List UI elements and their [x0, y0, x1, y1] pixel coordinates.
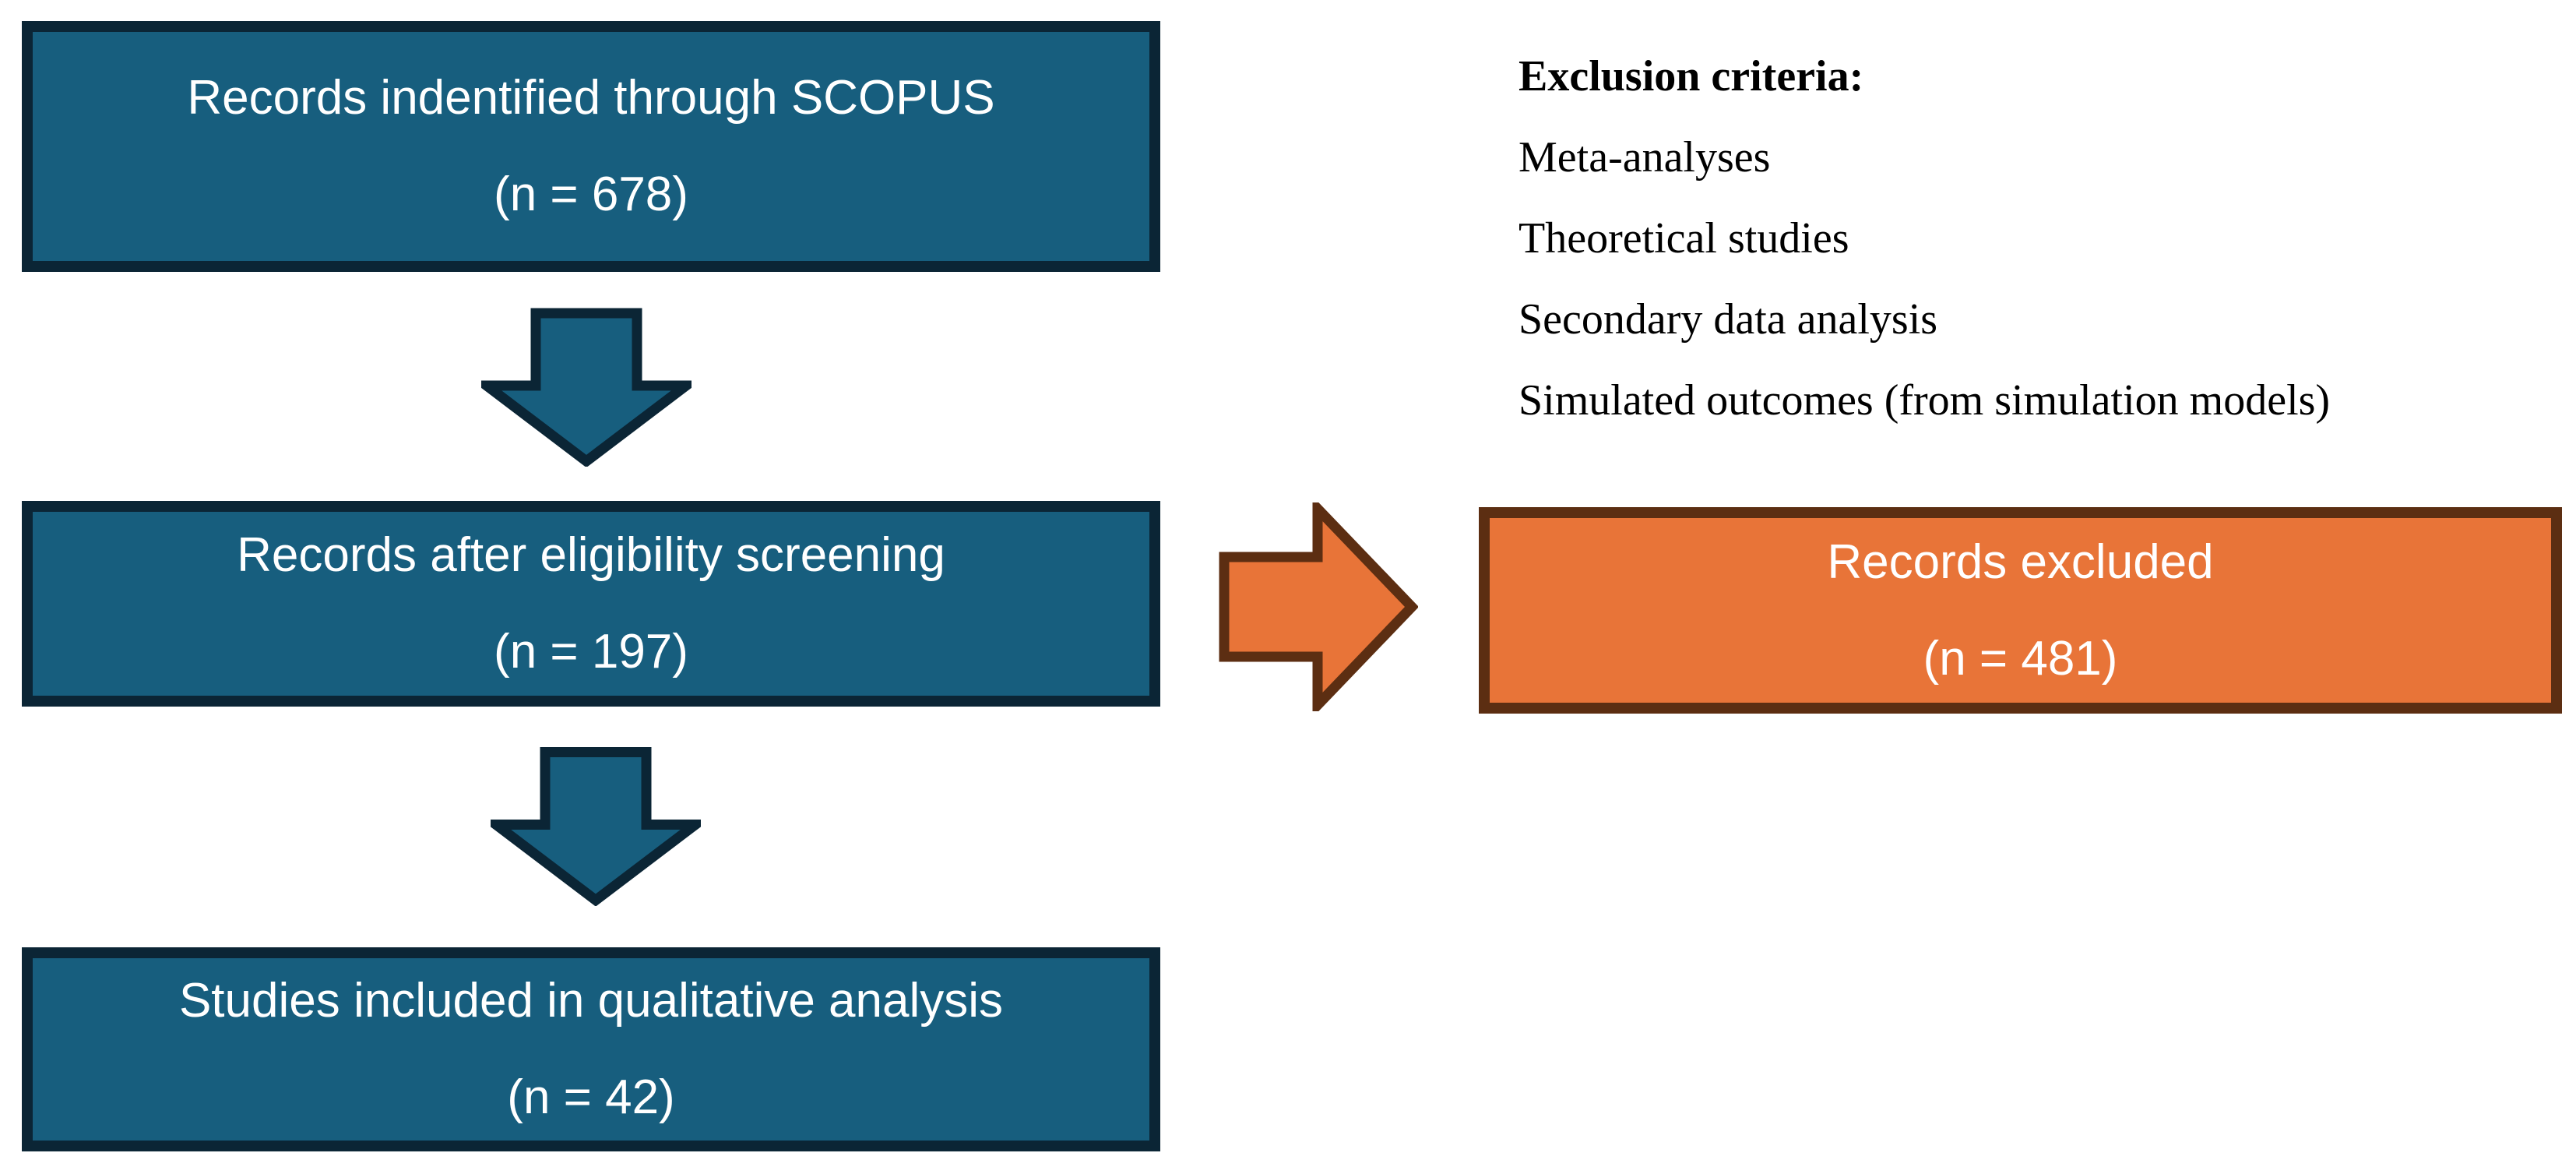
box-records-screened: Records after eligibility screening (n =…: [22, 501, 1160, 707]
box-studies-included-label: Studies included in qualitative analysis: [178, 974, 1004, 1028]
exclusion-criteria-item: Theoretical studies: [1519, 214, 1849, 263]
box-records-excluded-label: Records excluded: [1827, 534, 2214, 589]
box-records-identified-label: Records indentified through SCOPUS: [187, 71, 995, 125]
down-arrow-icon: [491, 747, 701, 906]
box-records-excluded-count: (n = 481): [1923, 631, 2118, 686]
exclusion-criteria-item: Secondary data analysis: [1519, 295, 1938, 344]
box-studies-included: Studies included in qualitative analysis…: [22, 947, 1160, 1151]
exclusion-criteria-item: Meta-analyses: [1519, 133, 1771, 182]
right-arrow-icon: [1219, 502, 1418, 711]
box-records-identified-count: (n = 678): [494, 167, 688, 221]
box-studies-included-count: (n = 42): [507, 1070, 675, 1124]
exclusion-criteria-list: Exclusion criteria: Meta-analyses Theore…: [1519, 36, 2330, 441]
down-arrow-icon: [481, 308, 692, 467]
box-records-excluded: Records excluded (n = 481): [1479, 507, 2562, 714]
box-records-screened-count: (n = 197): [494, 625, 688, 679]
box-records-identified: Records indentified through SCOPUS (n = …: [22, 21, 1160, 272]
exclusion-criteria-heading: Exclusion criteria:: [1519, 52, 1864, 100]
exclusion-criteria-item: Simulated outcomes (from simulation mode…: [1519, 376, 2331, 425]
box-records-screened-label: Records after eligibility screening: [237, 528, 945, 582]
